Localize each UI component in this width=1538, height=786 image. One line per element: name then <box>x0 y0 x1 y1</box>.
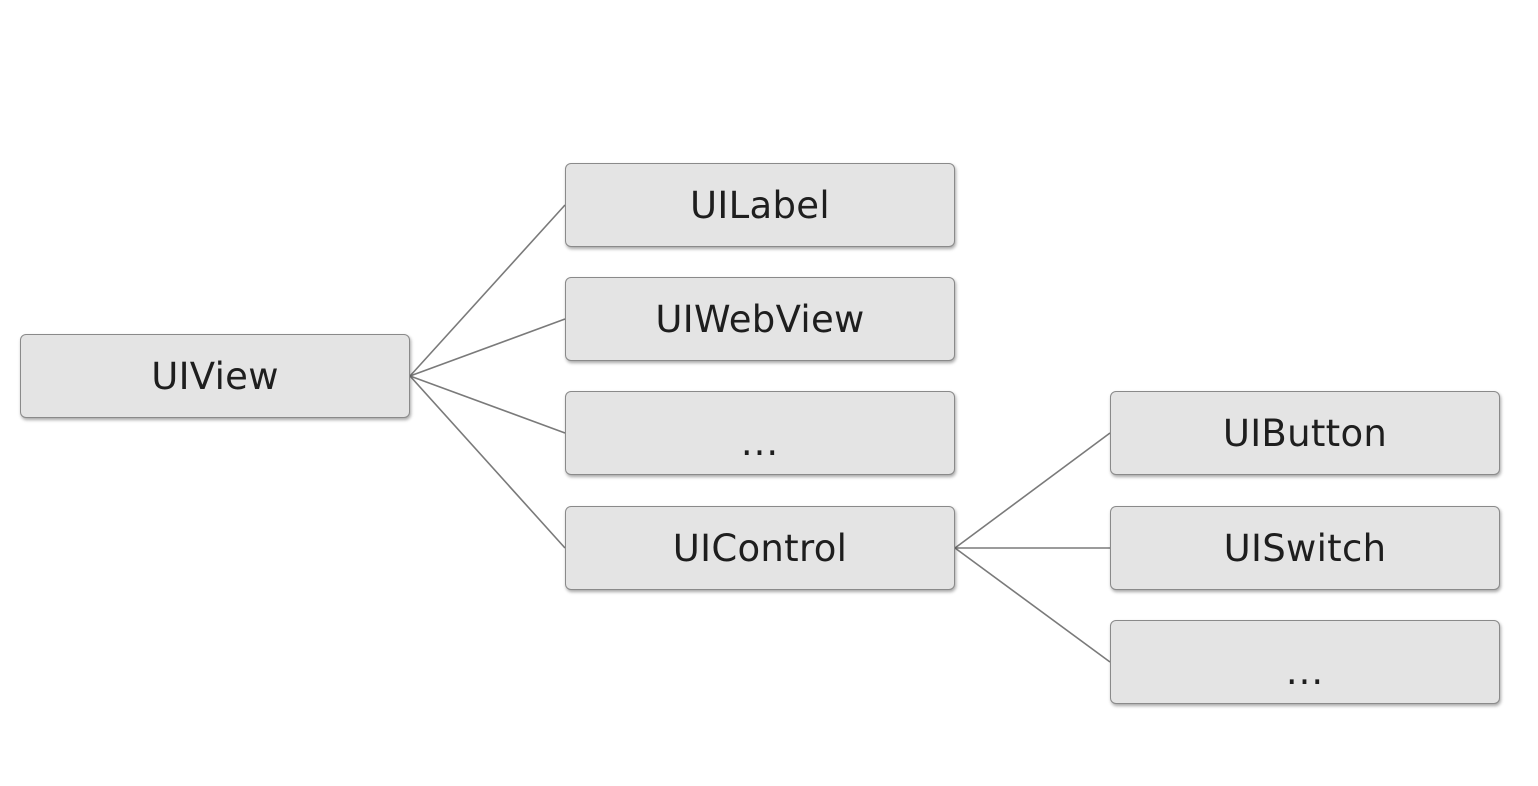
node-more-controls: ... <box>1110 620 1500 704</box>
edge-uiview-uicontrol <box>409 375 566 549</box>
node-uilabel: UILabel <box>565 163 955 247</box>
node-more-subviews: ... <box>565 391 955 475</box>
node-uilabel-label: UILabel <box>690 183 830 227</box>
node-uiwebview: UIWebView <box>565 277 955 361</box>
node-more-subviews-label: ... <box>740 420 780 464</box>
edge-uiview-uiwebview <box>409 318 566 377</box>
node-uicontrol-label: UIControl <box>672 526 848 570</box>
edge-uiview-uilabel <box>409 204 566 377</box>
node-uibutton-label: UIButton <box>1222 411 1388 455</box>
node-uiswitch: UISwitch <box>1110 506 1500 590</box>
node-more-controls-label: ... <box>1285 649 1325 693</box>
edge-uiview-more <box>409 375 566 434</box>
node-uiwebview-label: UIWebView <box>655 297 865 341</box>
edge-uicontrol-uibutton <box>954 432 1111 549</box>
edge-uicontrol-more <box>954 547 1111 663</box>
node-uiview-label: UIView <box>151 354 279 398</box>
node-uicontrol: UIControl <box>565 506 955 590</box>
node-uiview: UIView <box>20 334 410 418</box>
node-uiswitch-label: UISwitch <box>1223 526 1387 570</box>
node-uibutton: UIButton <box>1110 391 1500 475</box>
